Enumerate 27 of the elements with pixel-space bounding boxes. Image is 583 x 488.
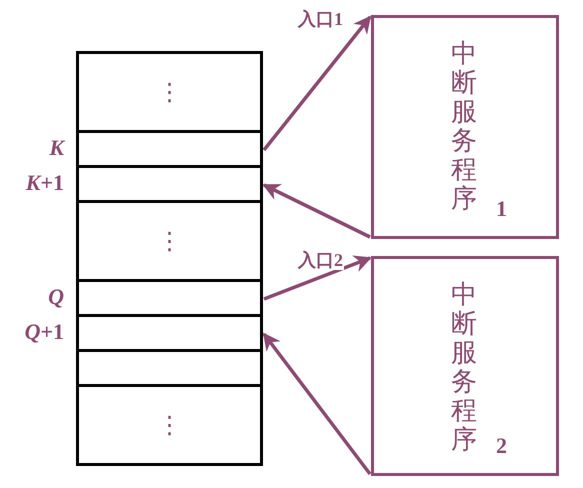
arrow [262,183,371,239]
address-label: K [48,136,64,158]
routine-box [371,256,559,476]
arrow [262,16,372,152]
arrow [263,256,372,301]
memory-cell [76,168,263,202]
routine-number: 2 [496,435,507,457]
memory-cell [76,282,263,316]
edge-label: 入口2 [297,250,344,270]
routine-box [371,15,559,239]
ellipsis-mark: ⋮ [158,228,182,252]
memory-cell [76,50,263,132]
memory-cell [76,386,263,466]
address-label: Q [47,286,64,308]
memory-cell [76,132,263,168]
ellipsis-mark: ⋮ [158,412,182,436]
address-label: K+1 [24,172,64,194]
routine-number: 1 [496,198,507,220]
routine-title: 中断服务程序 [450,40,478,214]
memory-cell [76,352,263,386]
arrow [262,332,372,476]
memory-cell [76,202,263,282]
address-label: Q+1 [24,320,64,342]
memory-cell [76,316,263,352]
ellipsis-mark: ⋮ [158,80,182,104]
routine-title: 中断服务程序 [450,281,478,455]
edge-label: 入口1 [297,9,344,29]
